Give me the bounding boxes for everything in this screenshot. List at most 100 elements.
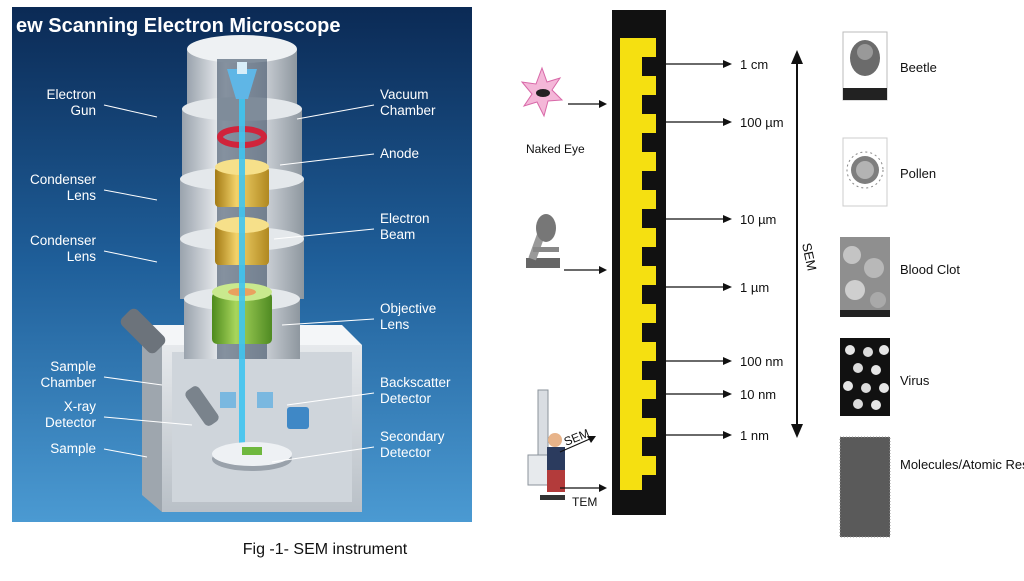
label-backscatter-detector-line: Backscatter — [380, 375, 451, 390]
virus-image — [840, 338, 890, 416]
label-xray-detector-line: Detector — [45, 415, 97, 430]
tem-beam-label: TEM — [572, 495, 597, 509]
label-condenser-lens-1-line: Condenser — [30, 172, 97, 187]
leader-line — [103, 104, 158, 118]
ruler-notch — [642, 304, 656, 323]
leader-line — [271, 446, 375, 463]
sem-diagram: ew Scanning Electron Microscope — [12, 7, 472, 522]
tick-arrowhead — [723, 390, 732, 398]
example-label-virus: Virus — [900, 373, 930, 388]
ruler-notch — [642, 76, 656, 95]
leader-line — [296, 104, 375, 120]
leader-line — [279, 153, 375, 166]
tick-label: 10 µm — [740, 212, 776, 227]
label-electron-gun-line: Electron — [46, 87, 96, 102]
label-secondary-detector-line: Secondary — [380, 429, 445, 444]
detector-parts — [120, 308, 309, 471]
ruler-notch — [642, 38, 656, 57]
resolution-scale-chart: 1 cm 100 µm 10 µm 1 µm 100 nm 10 nm 1 nm SEM N… — [500, 0, 1024, 576]
ruler-notch — [642, 380, 656, 399]
sem-range-label: SEM — [799, 242, 820, 273]
leader-line — [286, 392, 375, 406]
scale-ticks: 1 cm 100 µm 10 µm 1 µm 100 nm 10 nm 1 nm — [666, 57, 784, 443]
sem-illustration: ew Scanning Electron Microscope — [12, 7, 472, 522]
label-sample-line: Sample — [50, 441, 96, 456]
figure-caption: Fig -1- SEM instrument — [242, 541, 408, 558]
ruler-inner — [620, 38, 642, 490]
ruler-notch — [642, 342, 656, 361]
sample-chamber-box — [142, 325, 362, 512]
electron-gun-part — [227, 62, 257, 99]
example-label-pollen: Pollen — [900, 166, 936, 181]
tick-arrowhead — [723, 60, 732, 68]
naked-eye-label: Naked Eye — [526, 142, 585, 156]
ruler-notch — [642, 152, 656, 171]
tick-label: 100 nm — [740, 354, 783, 369]
leader-line — [103, 189, 158, 201]
label-sample-chamber-line: Chamber — [40, 375, 96, 390]
electron-beam-line — [239, 99, 245, 454]
tick-label: 1 µm — [740, 280, 769, 295]
example-label-blood-clot: Blood Clot — [900, 262, 960, 277]
tick-arrowhead — [723, 431, 732, 439]
blood-clot-image — [840, 237, 890, 317]
tick-arrowhead — [723, 118, 732, 126]
naked-eye-icon-group: Naked Eye — [520, 66, 607, 156]
tick-label: 100 µm — [740, 115, 784, 130]
label-electron-gun-line: Gun — [70, 103, 96, 118]
microscope-icon — [526, 214, 607, 274]
label-objective-lens-line: Lens — [380, 317, 410, 332]
tick-arrowhead — [723, 357, 732, 365]
label-anode: Anode — [279, 146, 419, 166]
label-objective-lens-line: Objective — [380, 301, 436, 316]
right-labels: VacuumChamberAnodeElectronBeamObjectiveL… — [271, 87, 451, 463]
tick-arrowhead — [723, 215, 732, 223]
sem-range-arrow: SEM — [791, 50, 820, 438]
label-condenser-lens-1-line: Lens — [67, 188, 97, 203]
ruler-notch — [642, 456, 656, 475]
label-vacuum-chamber-line: Vacuum — [380, 87, 429, 102]
label-sample-chamber-line: Sample — [50, 359, 96, 374]
label-backscatter-detector-line: Detector — [380, 391, 432, 406]
label-vacuum-chamber-line: Chamber — [380, 103, 436, 118]
ruler-notch — [642, 418, 656, 437]
diagram-title: ew Scanning Electron Microscope — [16, 15, 341, 37]
leader-line — [103, 448, 148, 458]
label-sample: Sample — [50, 441, 148, 458]
molecules-image — [839, 436, 891, 538]
example-label-molecules: Molecules/Atomic Res — [900, 457, 1024, 472]
label-anode-line: Anode — [380, 146, 419, 161]
label-electron-beam-line: Beam — [380, 227, 415, 242]
tick-label: 10 nm — [740, 387, 776, 402]
label-xray-detector-line: X-ray — [64, 399, 97, 414]
label-secondary-detector-line: Detector — [380, 445, 432, 460]
leader-line — [273, 228, 375, 240]
pollen-image — [842, 137, 888, 207]
example-specimens — [839, 31, 891, 538]
scale-illustration: 1 cm 100 µm 10 µm 1 µm 100 nm 10 nm 1 nm SEM N… — [520, 10, 1024, 538]
label-condenser-lens-2-line: Lens — [67, 249, 97, 264]
ruler-notch — [642, 114, 656, 133]
leader-line — [103, 416, 193, 426]
tick-label: 1 nm — [740, 428, 769, 443]
tick-arrowhead — [723, 283, 732, 291]
leader-line — [103, 250, 158, 263]
beetle-image — [842, 31, 888, 101]
ruler-notch — [642, 266, 656, 285]
left-labels: ElectronGunCondenserLensCondenserLensSam… — [30, 87, 193, 458]
tick-label: 1 cm — [740, 57, 768, 72]
example-label-beetle: Beetle — [900, 60, 937, 75]
ruler-fill — [620, 38, 656, 490]
leader-line — [281, 318, 375, 326]
leader-line — [103, 376, 163, 386]
